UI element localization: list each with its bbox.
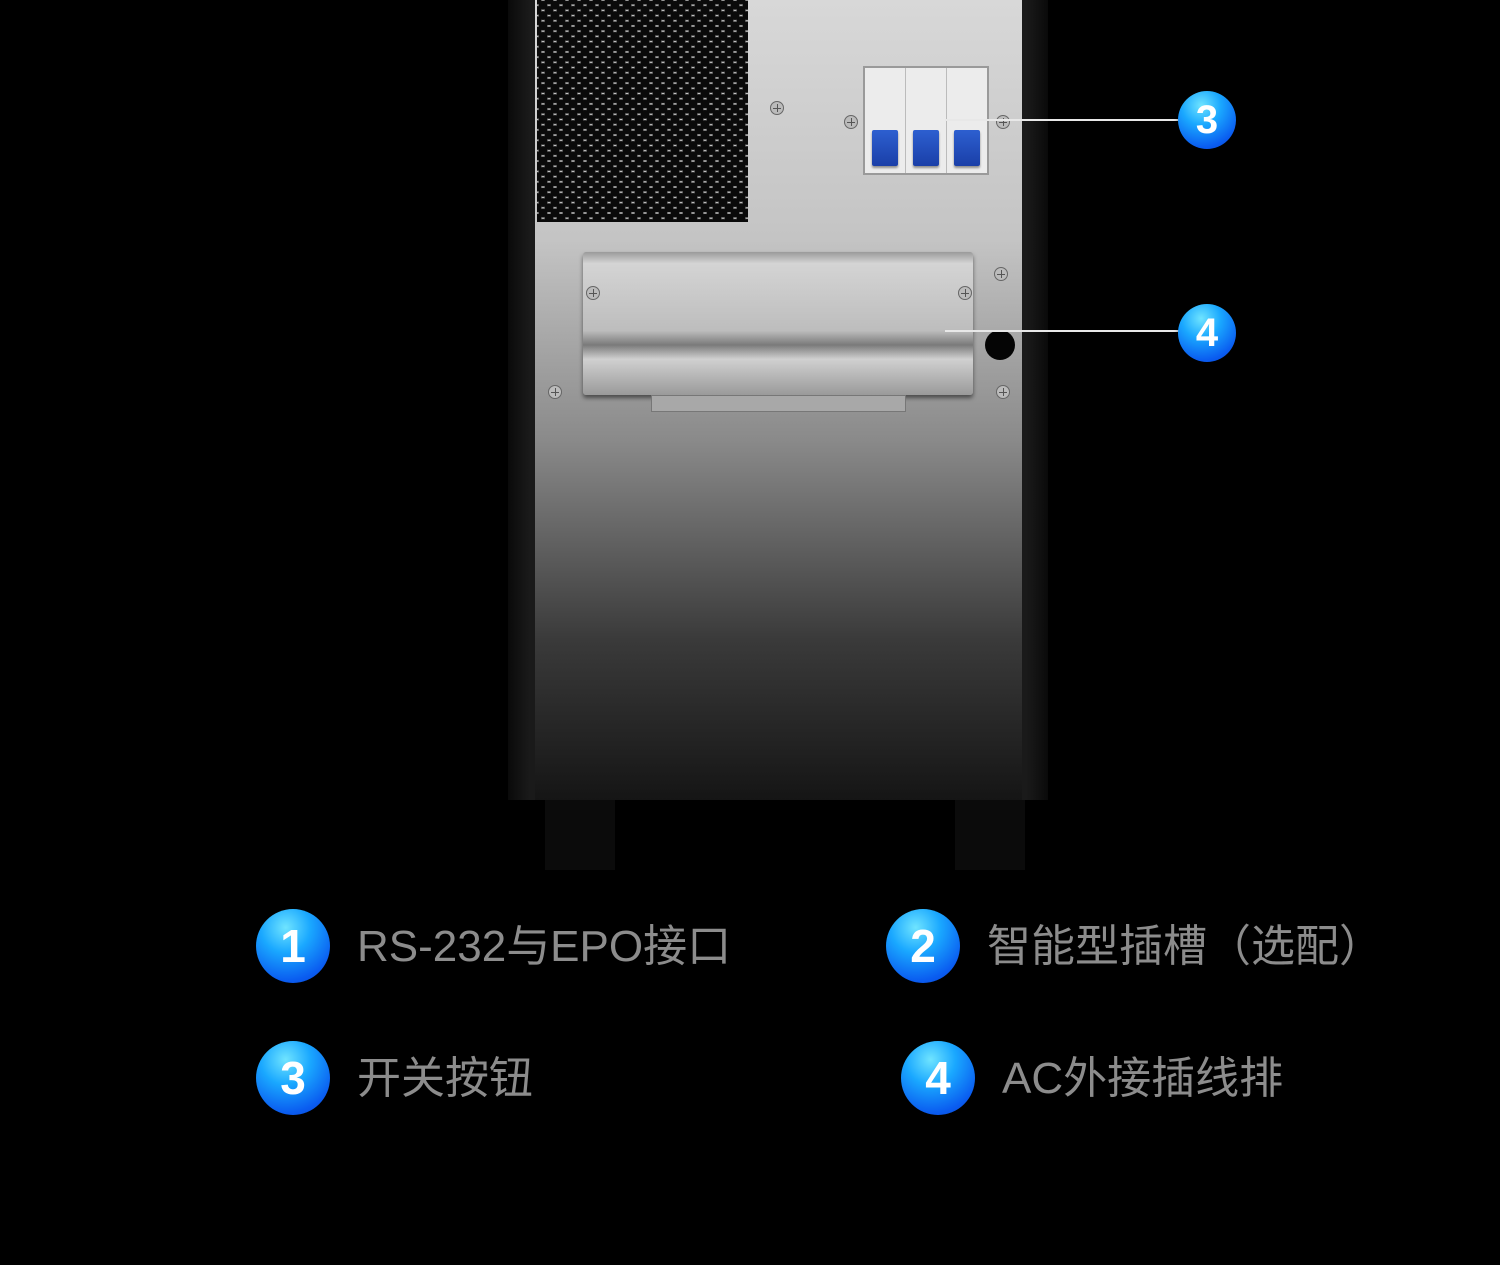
screw-icon [586, 286, 600, 300]
breaker-lever [913, 130, 939, 166]
screw-icon [770, 101, 784, 115]
breaker-lever [872, 130, 898, 166]
screw-icon [996, 115, 1010, 129]
screw-icon [844, 115, 858, 129]
legend-label-1: RS-232与EPO接口 [357, 922, 732, 971]
breaker-pole [906, 68, 947, 173]
legend-badge-1: 1 [256, 909, 330, 983]
legend-label-3: 开关按钮 [357, 1054, 533, 1103]
screw-icon [996, 385, 1010, 399]
ac-outlet-cover [583, 252, 973, 395]
breaker-lever [954, 130, 980, 166]
screw-icon [958, 286, 972, 300]
screw-icon [994, 267, 1008, 281]
callout-line-4 [945, 330, 1185, 332]
vent-grille [537, 0, 748, 222]
cabinet-foot-left [545, 800, 615, 870]
legend-badge-2: 2 [886, 909, 960, 983]
legend-label-2: 智能型插槽（选配） [987, 922, 1383, 971]
legend-label-4: AC外接插线排 [1002, 1054, 1284, 1103]
callout-line-3 [945, 119, 1185, 121]
callout-badge-4: 4 [1178, 304, 1236, 362]
legend-badge-4: 4 [901, 1041, 975, 1115]
legend-badge-3: 3 [256, 1041, 330, 1115]
breaker-pole [865, 68, 906, 173]
ac-outlet-cover-tab [651, 395, 906, 412]
cabinet-foot-right [955, 800, 1025, 870]
cable-hole [985, 330, 1015, 360]
breaker-pole [947, 68, 987, 173]
callout-badge-3: 3 [1178, 91, 1236, 149]
screw-icon [548, 385, 562, 399]
